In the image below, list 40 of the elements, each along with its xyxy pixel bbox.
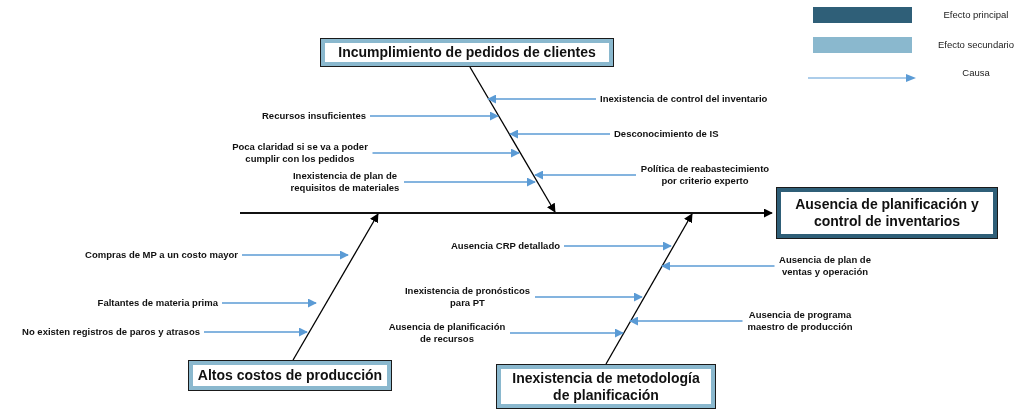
cause-arrow: [661, 261, 776, 271]
cause-label: Ausencia de plan de ventas y operación: [778, 254, 872, 278]
category-box: Inexistencia de metodología de planificación: [496, 364, 716, 409]
cause-label: Inexistencia de pronósticos para PT: [404, 285, 531, 309]
cause-arrow: [203, 327, 308, 337]
cause-arrow: [509, 129, 611, 139]
cause-label: Compras de MP a un costo mayor: [85, 249, 238, 261]
cause-arrow: [534, 292, 643, 302]
legend-label: Causa: [961, 67, 991, 79]
cause-arrow: [487, 94, 597, 104]
cause-label: Desconocimiento de IS: [614, 128, 719, 140]
cause-arrow: [534, 170, 637, 180]
cause-arrow: [221, 298, 317, 308]
bone-arrow: [469, 66, 556, 213]
cause-label: No existen registros de paros y atrasos: [22, 326, 200, 338]
cause-label: Política de reabastecimiento por criterio experto: [640, 163, 770, 187]
category-box: Incumplimiento de pedidos de clientes: [320, 38, 614, 67]
cause-label: Ausencia de programa maestro de producción: [746, 309, 854, 333]
bone-arrow: [763, 208, 773, 218]
cause-arrow: [629, 316, 744, 326]
cause-label: Ausencia CRP detallado: [450, 240, 560, 252]
main-effect-box: Ausencia de planificación y control de inventarios: [776, 187, 998, 239]
cause-arrow: [563, 241, 672, 251]
cause-label: Recursos insuficientes: [262, 110, 366, 122]
cause-label: Inexistencia de control del inventario: [600, 93, 768, 105]
bone-arrow: [605, 213, 693, 365]
bone-arrow: [292, 213, 379, 361]
cause-arrow: [369, 111, 499, 121]
spine-line: [240, 212, 764, 214]
cause-label: Inexistencia de plan de requisitos de materiales: [290, 170, 400, 194]
category-box: Altos costos de producción: [188, 360, 392, 391]
cause-label: Faltantes de materia prima: [97, 297, 218, 309]
cause-arrow: [403, 177, 536, 187]
cause-label: Ausencia de planificación de recursos: [388, 321, 506, 345]
cause-arrow: [509, 328, 624, 338]
legend-label: Efecto principal: [942, 9, 1010, 21]
cause-arrow: [371, 148, 520, 158]
legend-label: Efecto secundario: [936, 39, 1015, 51]
cause-label: Poca claridad si se va a poder cumplir con los pedidos: [231, 141, 369, 165]
cause-arrow: [241, 250, 349, 260]
